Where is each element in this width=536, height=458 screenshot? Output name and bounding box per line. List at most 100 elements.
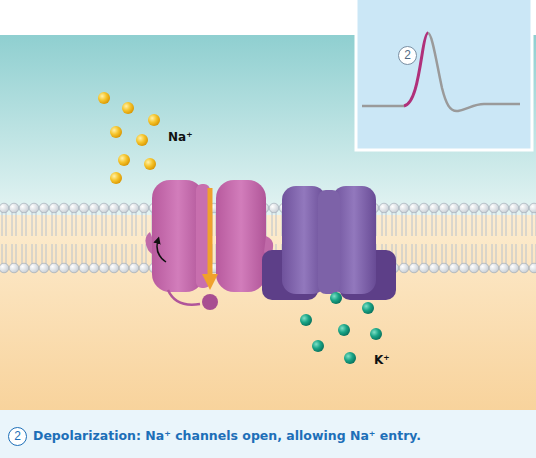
- phospholipid-head: [389, 203, 399, 213]
- lipid-tail: [502, 212, 503, 236]
- phospholipid-head: [399, 203, 409, 213]
- phospholipid-head: [119, 203, 129, 213]
- lipid-tail: [126, 212, 127, 236]
- lipid-tail: [142, 212, 143, 236]
- phospholipid-head: [459, 203, 469, 213]
- lipid-tail: [462, 244, 463, 264]
- phospholipid-head: [79, 263, 89, 273]
- lipid-tail: [482, 244, 483, 264]
- lipid-tail: [472, 244, 473, 264]
- caption: Depolarization: Na⁺ channels open, allow…: [33, 428, 421, 443]
- lipid-tail: [126, 244, 127, 264]
- motion-arrow: [157, 240, 166, 262]
- lipid-tail: [396, 212, 397, 236]
- phospholipid-head: [129, 203, 139, 213]
- lipid-tail: [482, 212, 483, 236]
- phospholipid-head: [419, 263, 429, 273]
- phospholipid-head: [519, 203, 529, 213]
- phospholipid-head: [59, 203, 69, 213]
- sodium-ions: [98, 92, 160, 184]
- potassium-ion: [330, 292, 342, 304]
- lipid-tail: [402, 244, 403, 264]
- potassium-ion: [312, 340, 324, 352]
- lipid-tail: [76, 212, 77, 236]
- phospholipid-head: [509, 263, 519, 273]
- lipid-tail: [56, 212, 57, 236]
- ion-label: K⁺: [374, 353, 390, 367]
- channel-subunit: [216, 180, 266, 292]
- sodium-ion: [144, 158, 156, 170]
- lipid-tail: [16, 212, 17, 236]
- lipid-tail: [102, 212, 103, 236]
- lipid-tail: [516, 212, 517, 236]
- lipid-tail: [426, 244, 427, 264]
- lipid-tail: [32, 244, 33, 264]
- lipid-tail: [116, 212, 117, 236]
- lipid-tail: [486, 244, 487, 264]
- lipid-tail: [62, 212, 63, 236]
- phospholipid-head: [499, 203, 509, 213]
- lipid-tail: [466, 212, 467, 236]
- phospholipid-head: [129, 263, 139, 273]
- phospholipid-head: [489, 203, 499, 213]
- lipid-tail: [112, 244, 113, 264]
- lipid-tail: [412, 244, 413, 264]
- ion-label: Na⁺: [168, 130, 192, 144]
- lipid-tail: [446, 244, 447, 264]
- phospholipid-head: [419, 203, 429, 213]
- lipid-tail: [432, 244, 433, 264]
- sodium-ion: [110, 172, 122, 184]
- potassium-ion: [370, 328, 382, 340]
- lipid-tail: [382, 212, 383, 236]
- phospholipid-head: [99, 263, 109, 273]
- lipid-tail: [82, 212, 83, 236]
- lipid-tail: [96, 212, 97, 236]
- lipid-tail: [2, 212, 3, 236]
- lipid-tail: [456, 212, 457, 236]
- arrowhead: [202, 274, 218, 290]
- lipid-tail: [66, 212, 67, 236]
- phospholipid-head: [409, 203, 419, 213]
- lipid-tail: [136, 244, 137, 264]
- phospholipid-head: [119, 263, 129, 273]
- lipid-tail: [52, 212, 53, 236]
- phospholipid-head: [439, 203, 449, 213]
- lipid-tail: [52, 244, 53, 264]
- phospholipid-head: [9, 203, 19, 213]
- depolarization-trace: [404, 33, 428, 106]
- lipid-tail: [46, 212, 47, 236]
- lipid-tail: [412, 212, 413, 236]
- lipid-tail: [452, 212, 453, 236]
- phospholipid-head: [379, 203, 389, 213]
- lipid-tail: [402, 212, 403, 236]
- lipid-tail: [62, 244, 63, 264]
- phospholipid-head: [109, 263, 119, 273]
- phospholipid-head: [499, 263, 509, 273]
- lipid-tail: [106, 244, 107, 264]
- phospholipid-head: [479, 263, 489, 273]
- lipid-tail: [502, 244, 503, 264]
- lipid-tail: [492, 244, 493, 264]
- inset-panel: [356, 0, 532, 150]
- lipid-tail: [496, 244, 497, 264]
- phospholipid-head: [39, 263, 49, 273]
- sodium-flow-arrow: [208, 188, 213, 276]
- phospholipid-head: [99, 203, 109, 213]
- lipid-tail: [422, 212, 423, 236]
- lipid-tail: [476, 212, 477, 236]
- sodium-ion: [136, 134, 148, 146]
- sodium-ion: [148, 114, 160, 126]
- channel-subunit: [318, 190, 340, 294]
- lipid-tail: [496, 212, 497, 236]
- sodium-ion: [98, 92, 110, 104]
- lipid-tail: [56, 244, 57, 264]
- lipid-tail: [386, 212, 387, 236]
- lipid-tail: [136, 212, 137, 236]
- lipid-tail: [456, 244, 457, 264]
- phospholipid-head: [269, 203, 279, 213]
- lipid-tail: [272, 212, 273, 236]
- channel-subunit: [196, 184, 210, 288]
- lipid-tail: [42, 212, 43, 236]
- lipid-tail: [526, 212, 527, 236]
